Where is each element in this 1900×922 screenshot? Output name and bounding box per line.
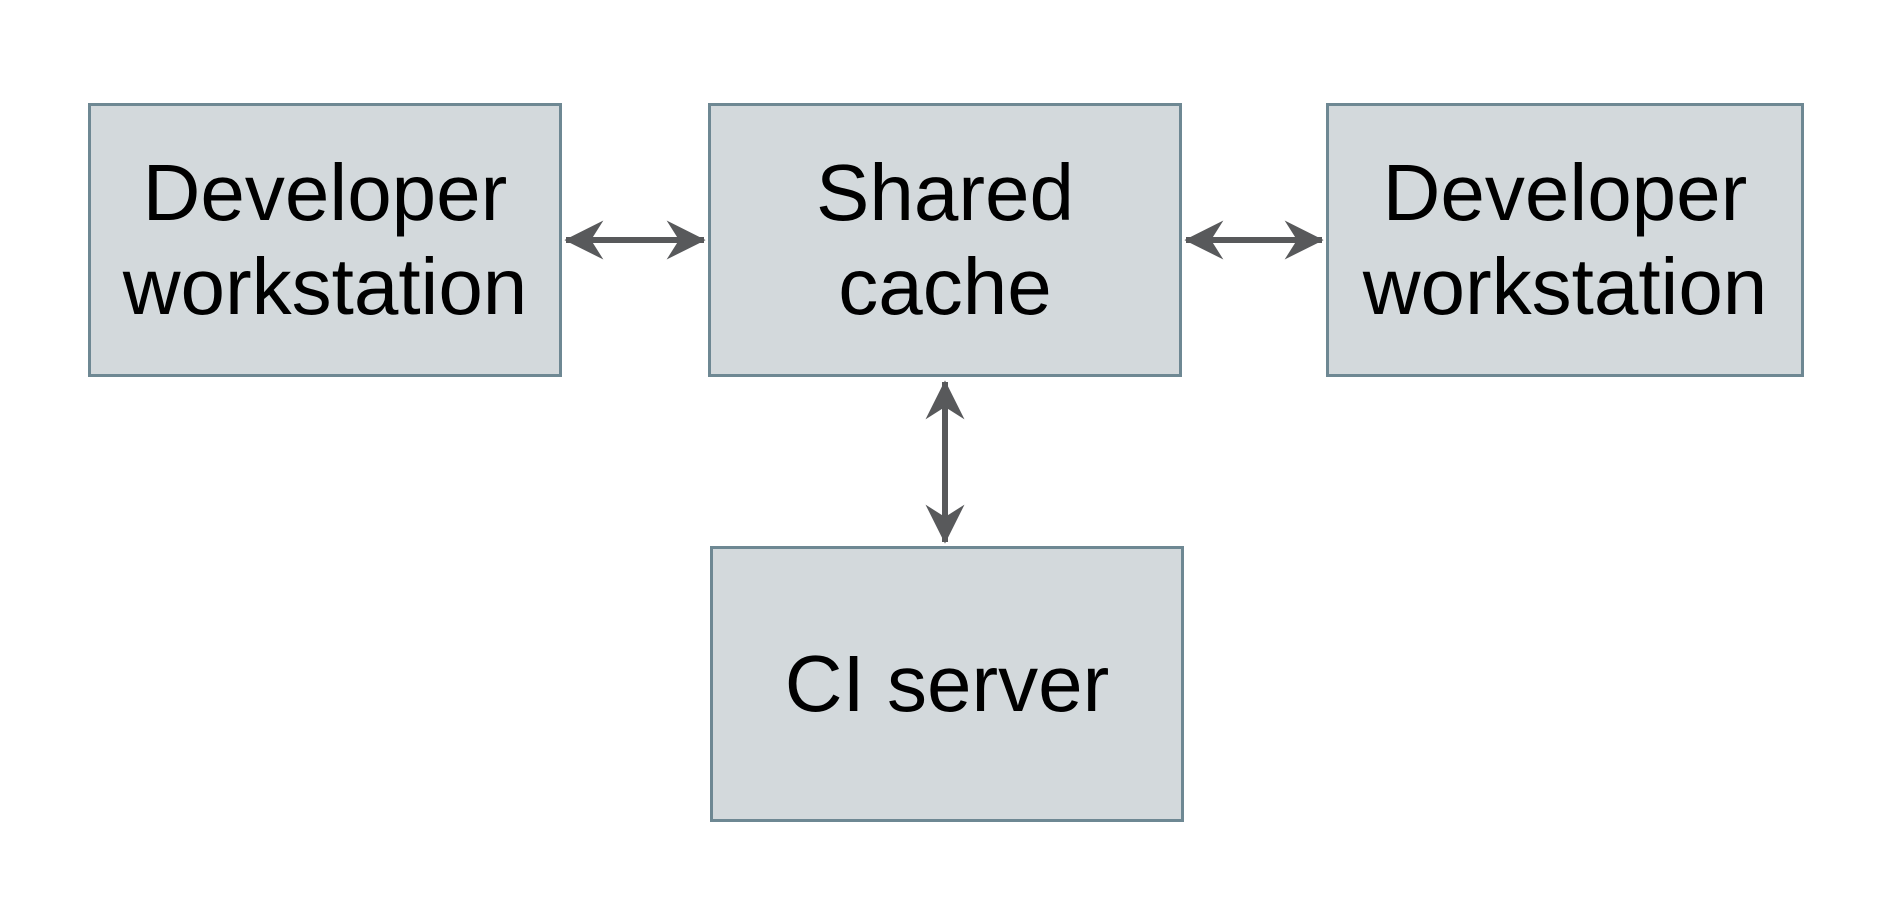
node-label: CI server: [784, 639, 1110, 729]
node-label: Developer workstation: [1362, 148, 1768, 331]
node-shared-cache: Shared cache: [708, 103, 1182, 377]
node-developer-workstation-right: Developer workstation: [1326, 103, 1804, 377]
node-label: Developer workstation: [122, 148, 528, 331]
node-developer-workstation-left: Developer workstation: [88, 103, 562, 377]
node-label: Shared cache: [816, 148, 1074, 331]
node-ci-server: CI server: [710, 546, 1184, 822]
